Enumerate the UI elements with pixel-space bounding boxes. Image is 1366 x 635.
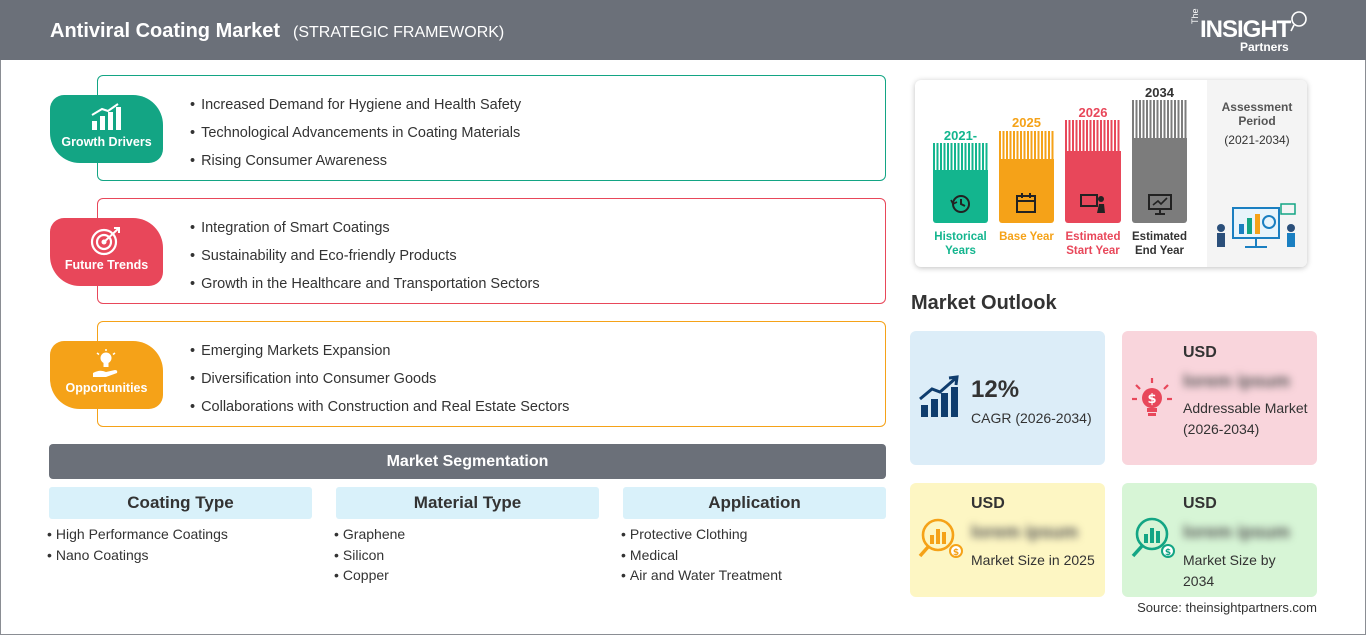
- size2034-value: lorem ipsum: [1183, 522, 1291, 542]
- assessment-title: Assessment Period: [1221, 100, 1293, 128]
- bar-growth-icon: [91, 103, 121, 130]
- list-item: Collaborations with Construction and Rea…: [190, 399, 569, 427]
- logo-insight-text: INSIGHT: [1200, 16, 1291, 43]
- growth-drivers-badge: Growth Drivers: [50, 95, 163, 163]
- timeline-end: 2034 Estimated End Year: [1132, 80, 1187, 267]
- future-trends-badge: Future Trends: [50, 218, 163, 286]
- timeline-stripes: [1132, 100, 1187, 138]
- cagr-card: 12% CAGR (2026-2034): [910, 331, 1105, 465]
- segment-title: Material Type: [336, 487, 599, 519]
- future-trends-box: Integration of Smart Coatings Sustainabi…: [97, 198, 886, 304]
- svg-text:$: $: [1165, 548, 1171, 558]
- timeline-caption: Estimated Start Year: [1065, 231, 1121, 257]
- addressable-market-card: $ USD lorem ipsum Addressable Market (20…: [1122, 331, 1317, 465]
- segment-application: Application Protective Clothing Medical …: [623, 487, 886, 588]
- magnifier-chart-icon: $: [918, 518, 963, 558]
- timeline-year: 2026: [1078, 105, 1108, 120]
- badge-label: Growth Drivers: [61, 135, 152, 149]
- list-item: Protective Clothing: [621, 526, 886, 547]
- segment-coating-type: Coating Type High Performance Coatings N…: [49, 487, 312, 567]
- segment-material-type: Material Type Graphene Silicon Copper: [336, 487, 599, 588]
- addressable-value: lorem ipsum: [1183, 371, 1291, 391]
- assessment-timeline: 2021-2024 Historical Years 2025 Base Yea…: [915, 80, 1307, 267]
- timeline-bar: [1132, 138, 1187, 223]
- list-item: Rising Consumer Awareness: [190, 153, 521, 181]
- assessment-period: (2021-2034): [1224, 133, 1290, 147]
- svg-text:$: $: [953, 548, 959, 558]
- market-size-2034-card: $ USD lorem ipsum Market Size by 2034: [1122, 483, 1317, 597]
- logo-the-text: The: [1190, 8, 1200, 24]
- calendar-icon: [1016, 193, 1036, 213]
- list-item: Emerging Markets Expansion: [190, 343, 569, 371]
- list-item: Graphene: [334, 526, 599, 547]
- segment-title: Application: [623, 487, 886, 519]
- timeline-caption: Historical Years: [934, 231, 987, 257]
- list-item: Sustainability and Eco-friendly Products: [190, 248, 540, 276]
- timeline-bar: [999, 159, 1054, 223]
- analytics-people-icon: [1217, 203, 1296, 248]
- size2025-label: Market Size in 2025: [971, 552, 1095, 568]
- logo-swoosh-icon: [1290, 11, 1307, 32]
- source-citation: Source: theinsightpartners.com: [1137, 600, 1317, 615]
- timeline-historical: 2021-2024 Historical Years: [933, 80, 988, 267]
- size2034-label: Market Size by 2034: [1183, 552, 1276, 589]
- timeline-bar: [933, 170, 988, 223]
- page-title: Antiviral Coating Market: [50, 20, 281, 42]
- list-item: Nano Coatings: [47, 547, 312, 568]
- cagr-label: CAGR (2026-2034): [971, 410, 1092, 426]
- market-segmentation-header: Market Segmentation: [49, 444, 886, 479]
- timeline-caption: Estimated End Year: [1132, 231, 1187, 257]
- badge-label: Future Trends: [64, 258, 149, 272]
- list-item: Diversification into Consumer Goods: [190, 371, 569, 399]
- timeline-bar: [1065, 151, 1121, 223]
- list-item: Air and Water Treatment: [621, 567, 886, 588]
- market-size-2025-card: $ USD lorem ipsum Market Size in 2025: [910, 483, 1105, 597]
- timeline-stripes: [1065, 120, 1121, 151]
- opportunities-box: Emerging Markets Expansion Diversificati…: [97, 321, 886, 427]
- addressable-currency: USD: [1183, 344, 1217, 361]
- lightbulb-hand-icon: [93, 349, 118, 377]
- growth-drivers-box: Increased Demand for Hygiene and Health …: [97, 75, 886, 181]
- magnifier-chart-icon: $: [1131, 517, 1175, 558]
- cagr-value: 12%: [971, 376, 1020, 403]
- lightbulb-dollar-icon: $: [1132, 378, 1172, 416]
- list-item: Increased Demand for Hygiene and Health …: [190, 97, 521, 125]
- presentation-icon: [1080, 194, 1105, 213]
- timeline-start: 2026 Estimated Start Year: [1065, 80, 1121, 267]
- growth-chart-icon: [919, 375, 959, 417]
- opportunities-badge: Opportunities: [50, 341, 163, 409]
- size2025-value: lorem ipsum: [971, 522, 1079, 542]
- size2025-currency: USD: [971, 495, 1005, 512]
- list-item: Medical: [621, 547, 886, 568]
- segment-title: Coating Type: [49, 487, 312, 519]
- target-icon: [90, 227, 120, 256]
- market-outlook-title: Market Outlook: [911, 292, 1057, 314]
- list-item: Technological Advancements in Coating Ma…: [190, 125, 521, 153]
- timeline-base: 2025 Base Year: [999, 80, 1054, 267]
- page-subtitle: (STRATEGIC FRAMEWORK): [293, 24, 505, 41]
- list-item: High Performance Coatings: [47, 526, 312, 547]
- timeline-stripes: [999, 131, 1054, 159]
- list-item: Integration of Smart Coatings: [190, 220, 540, 248]
- timeline-year: 2025: [1012, 115, 1041, 130]
- list-item: Silicon: [334, 547, 599, 568]
- logo-partners-text: Partners: [1240, 40, 1289, 54]
- header-bar: Antiviral Coating Market (STRATEGIC FRAM…: [0, 0, 1366, 60]
- insight-partners-logo[interactable]: The INSIGHT Partners: [1190, 8, 1310, 54]
- list-item: Growth in the Healthcare and Transportat…: [190, 276, 540, 304]
- assessment-period-panel: Assessment Period (2021-2034): [1207, 80, 1307, 267]
- svg-text:$: $: [1147, 392, 1156, 407]
- monitor-icon: [1148, 194, 1172, 215]
- timeline-year: 2034: [1145, 85, 1174, 100]
- timeline-stripes: [933, 143, 988, 170]
- timeline-caption: Base Year: [999, 231, 1054, 243]
- list-item: Copper: [334, 567, 599, 588]
- history-icon: [950, 195, 970, 213]
- size2034-currency: USD: [1183, 495, 1217, 512]
- badge-label: Opportunities: [65, 381, 148, 395]
- addressable-label: Addressable Market (2026-2034): [1183, 400, 1308, 437]
